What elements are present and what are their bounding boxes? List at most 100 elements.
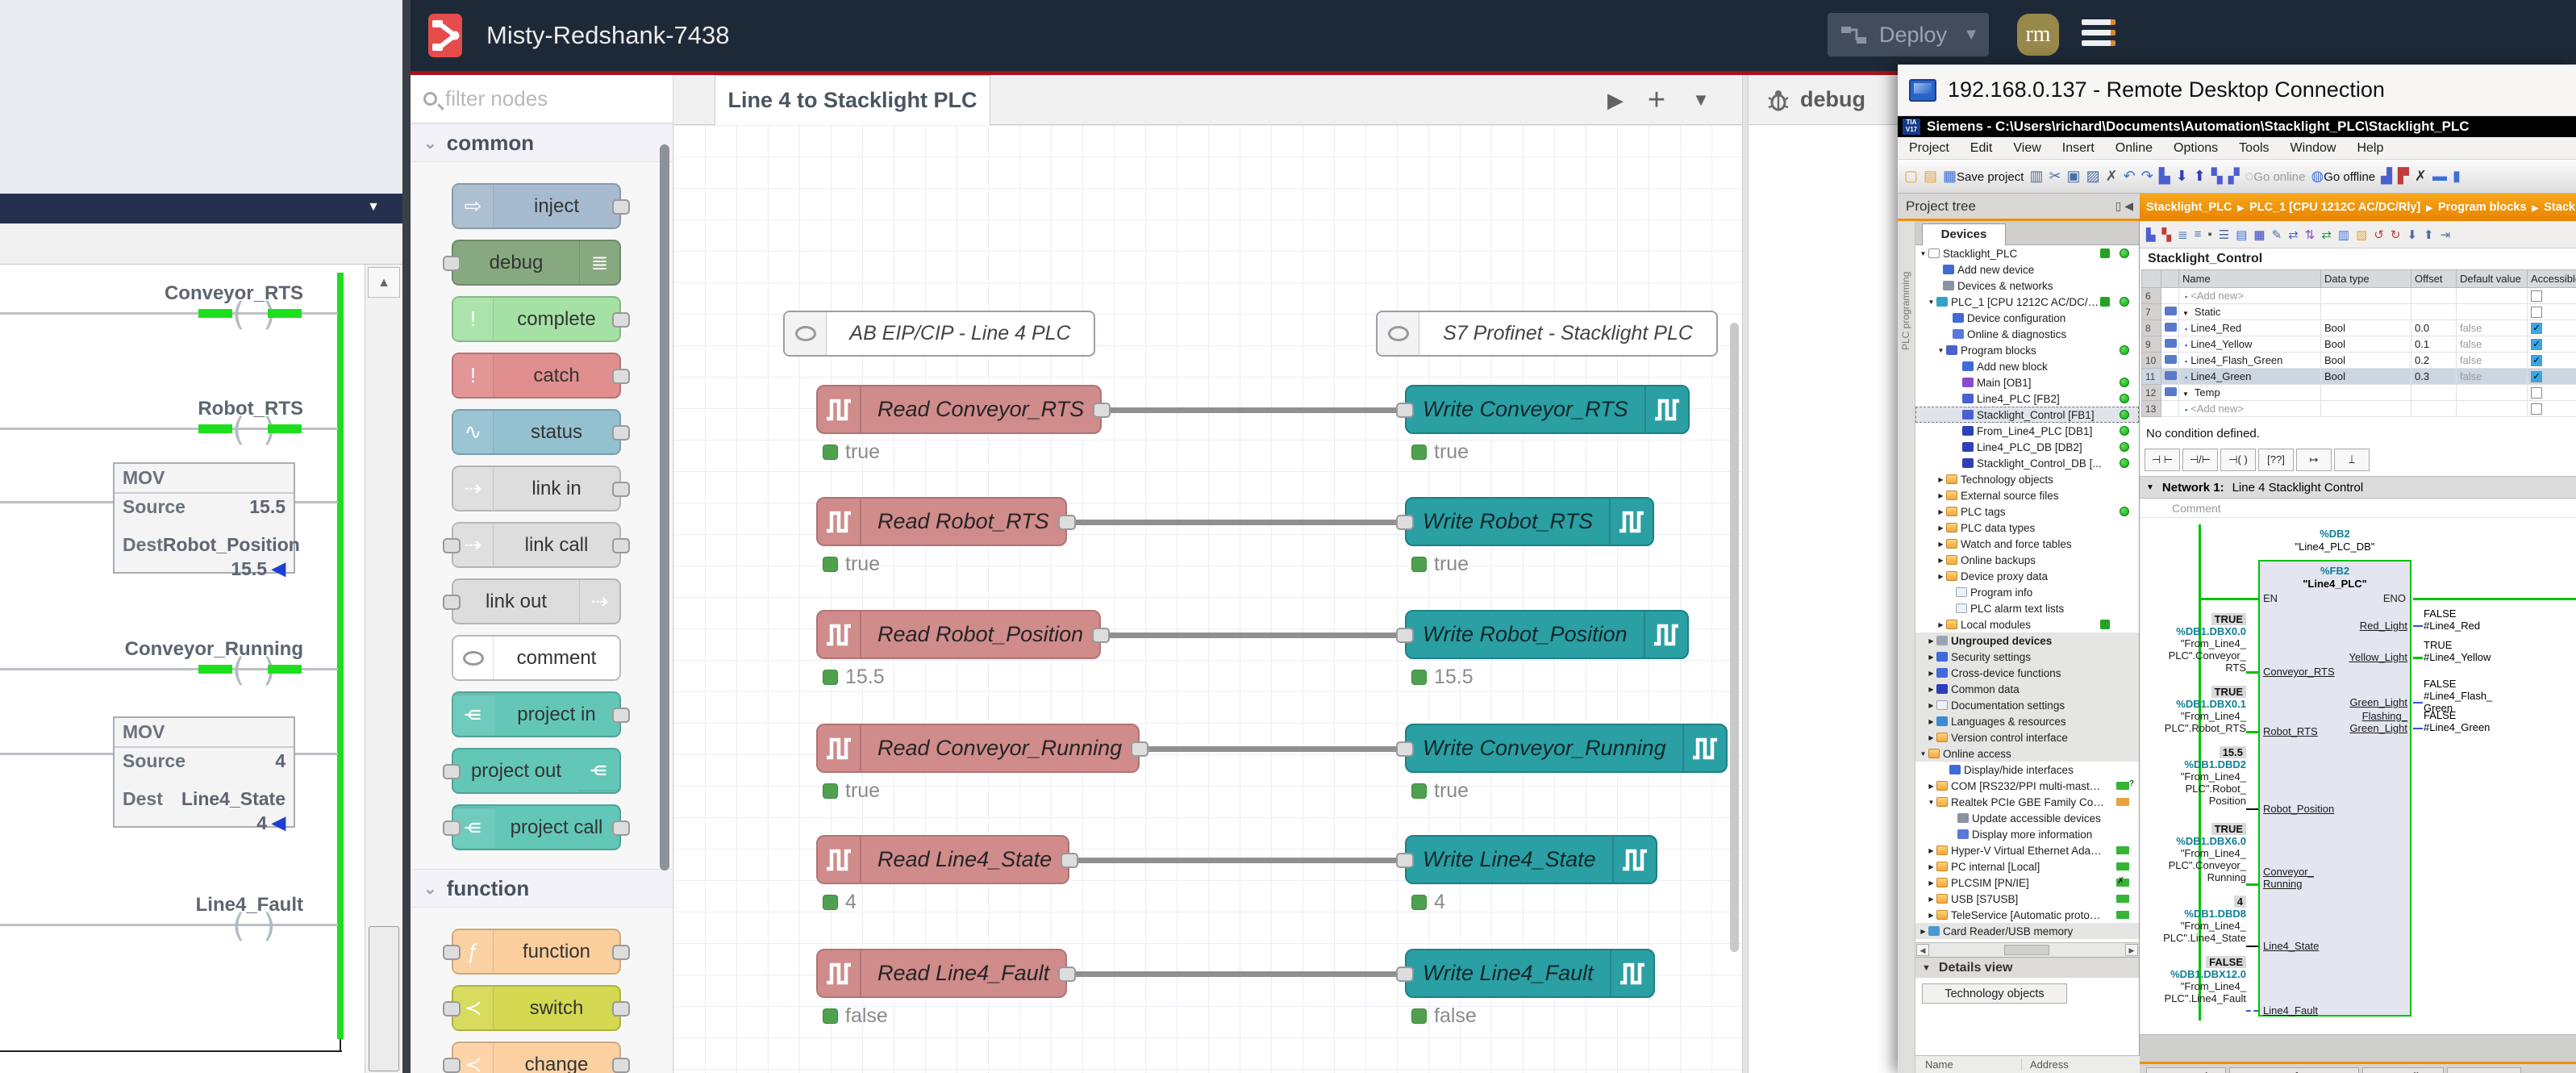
expander-icon[interactable]: ▶ [1928, 669, 1934, 677]
output-port[interactable] [1061, 853, 1079, 868]
toolbar-button[interactable]: ↷ [2141, 168, 2153, 185]
expander-icon[interactable]: ▶ [1938, 491, 1944, 499]
col-accessible[interactable]: Accessible [2527, 269, 2576, 288]
flow-list-icon[interactable]: ▼ [1692, 90, 1710, 110]
details-view-header[interactable]: ▼ Details view [1915, 957, 2139, 978]
tree-item[interactable]: ▶ Cross-device functions [1915, 665, 2139, 681]
tree-item[interactable]: ▶ USB [S7USB] [1915, 891, 2139, 907]
palette-node[interactable]: debug ≣ [443, 240, 621, 286]
expander-icon[interactable]: ▶ [1928, 895, 1934, 903]
input-port[interactable] [443, 595, 461, 610]
tree-item[interactable]: ▶ PC internal [Local] [1915, 858, 2139, 875]
read-node[interactable]: Read Robot_RTS [816, 497, 1076, 546]
editor-toolbar-icon[interactable]: ⇄ [2288, 228, 2299, 242]
palette-node[interactable]: project out ⋔ [443, 748, 621, 794]
table-row[interactable]: 10 ▪Line4_Flash_Green Bool 0.2 false ✓ [2141, 352, 2576, 369]
read-node[interactable]: Read Conveyor_RTS [816, 385, 1111, 434]
rung-conveyor-rts[interactable]: Conveyor_RTS ( ) [0, 276, 339, 333]
tree-item[interactable]: ▶ Documentation settings [1915, 697, 2139, 713]
tree-item[interactable]: ▶ Security settings [1915, 649, 2139, 665]
table-row[interactable]: 7 ▼Static [2141, 303, 2576, 320]
expander-icon[interactable]: ▶ [1938, 524, 1944, 532]
expander-icon[interactable]: ▶ [1938, 507, 1944, 516]
user-avatar[interactable]: rm [2017, 14, 2059, 56]
menu-item[interactable]: Online [2115, 140, 2153, 155]
output-port[interactable] [1131, 741, 1149, 757]
expander-icon[interactable]: ▶ [1938, 556, 1944, 564]
wire[interactable] [1010, 633, 1417, 638]
toolbar-button[interactable]: ▤ [1924, 168, 1937, 185]
toolbar-button[interactable]: ◍Go offline [2311, 168, 2376, 184]
tree-item[interactable]: ▶ Technology objects [1915, 471, 2139, 487]
write-node[interactable]: Write Conveyor_RTS [1396, 385, 1690, 434]
output-port[interactable] [612, 945, 630, 960]
output-port[interactable] [612, 538, 630, 553]
input-port[interactable] [1396, 628, 1414, 643]
table-row[interactable]: 11 ▪Line4_Green Bool 0.3 false ✓ [2141, 368, 2576, 385]
palette-node[interactable]: ⇢ link in [452, 466, 630, 511]
editor-toolbar-icon[interactable]: ▦ [2253, 228, 2265, 242]
editor-toolbar-icon[interactable]: ☰ [2218, 228, 2230, 242]
toolbar-button[interactable]: ▨ [2086, 168, 2100, 185]
wire[interactable] [1010, 858, 1417, 863]
scroll-up-button[interactable]: ▲ [368, 267, 400, 298]
table-row[interactable]: 6 ▪<Add new> [2141, 287, 2576, 304]
input-port[interactable] [443, 1058, 461, 1073]
breadcrumb-item[interactable]: ▶PLC_1 [CPU 1212C AC/DC/Rly] [2237, 201, 2421, 214]
expander-icon[interactable]: ▶ [1928, 911, 1934, 919]
accessible-checkbox[interactable] [2531, 387, 2542, 399]
tree-item[interactable]: Device configuration [1915, 310, 2139, 326]
output-port[interactable] [612, 312, 630, 328]
palette-node[interactable]: ⇢ link call [443, 522, 630, 568]
lad-network-canvas[interactable]: %DB2 "Line4_PLC_DB" %FB2 "Line4_PLC" EN … [2140, 518, 2576, 1034]
write-node[interactable]: Write Line4_Fault [1396, 949, 1655, 998]
ladder-title-bar[interactable]: ▼ [0, 194, 402, 223]
editor-toolbar-icon[interactable]: ▤ [2236, 228, 2248, 242]
palette-section-header[interactable]: ⌄ function [411, 869, 673, 908]
input-port[interactable] [443, 256, 461, 271]
tree-item[interactable]: ▶ Common data [1915, 681, 2139, 697]
tree-item[interactable]: ▼ Realtek PCIe GBE Family Con... [1915, 794, 2139, 810]
flow-tab[interactable]: Line 4 to Stacklight PLC [715, 75, 990, 125]
comment-node[interactable]: AB EIP/CIP - Line 4 PLC [783, 311, 1095, 357]
palette-section-header[interactable]: ⌄ common [411, 123, 673, 162]
scroll-left-icon[interactable]: ◀ [1916, 944, 1929, 956]
scroll-right-icon[interactable]: ▶ [2125, 944, 2138, 956]
menu-item[interactable]: View [2013, 140, 2041, 155]
accessible-checkbox[interactable]: ✓ [2531, 339, 2542, 351]
editor-toolbar-icon[interactable]: ⇅ [2304, 228, 2315, 242]
canvas-scrollbar[interactable] [1730, 323, 1739, 952]
ladder-canvas[interactable]: Conveyor_RTS ( ) Robot_RTS ( ) MOV Sourc… [0, 265, 365, 1073]
palette-node[interactable]: ! catch [452, 353, 630, 399]
rung-robot-rts[interactable]: Robot_RTS ( ) [0, 391, 339, 449]
palette-node[interactable]: ≺ switch [443, 985, 630, 1031]
expander-icon[interactable]: ▶ [1928, 846, 1934, 854]
tree-item[interactable]: Main [OB1] [1915, 374, 2139, 390]
read-node[interactable]: Read Conveyor_Running [816, 724, 1149, 773]
expander-icon[interactable]: ▶ [1938, 540, 1944, 548]
scrollbar-thumb[interactable] [2004, 945, 2049, 955]
menu-item[interactable]: Window [2290, 140, 2336, 155]
input-port[interactable] [443, 945, 461, 960]
tree-item[interactable]: Devices & networks [1915, 278, 2139, 294]
deploy-dropdown-icon[interactable]: ▼ [1963, 25, 1979, 44]
inspector-tab[interactable]: Cross-references [2229, 1067, 2360, 1073]
accessible-checkbox[interactable]: ✓ [2531, 355, 2542, 367]
breadcrumb-item[interactable]: ▶Stacklight_PLC [2146, 201, 2232, 214]
breadcrumb-item[interactable]: ▶Stacklight_Control [2532, 201, 2576, 214]
output-port[interactable] [612, 1058, 630, 1073]
palette-node[interactable]: ≺ change [443, 1042, 630, 1073]
tree-item[interactable]: ▶ External source files [1915, 487, 2139, 503]
accessible-checkbox[interactable] [2531, 403, 2542, 415]
col-datatype[interactable]: Data type [2320, 269, 2411, 288]
write-node[interactable]: Write Conveyor_Running [1396, 724, 1728, 773]
toolbar-button[interactable]: ▮ [2453, 168, 2461, 185]
editor-toolbar-icon[interactable]: ↻ [2390, 228, 2401, 242]
menu-item[interactable]: Tools [2239, 140, 2270, 155]
toolbar-button[interactable]: ▢ [1904, 168, 1918, 185]
output-port[interactable] [612, 482, 630, 497]
input-port[interactable] [1396, 403, 1414, 418]
output-port[interactable] [1058, 967, 1077, 982]
read-node[interactable]: Read Robot_Position [816, 610, 1111, 659]
editor-toolbar-icon[interactable]: ✎ [2271, 228, 2282, 242]
